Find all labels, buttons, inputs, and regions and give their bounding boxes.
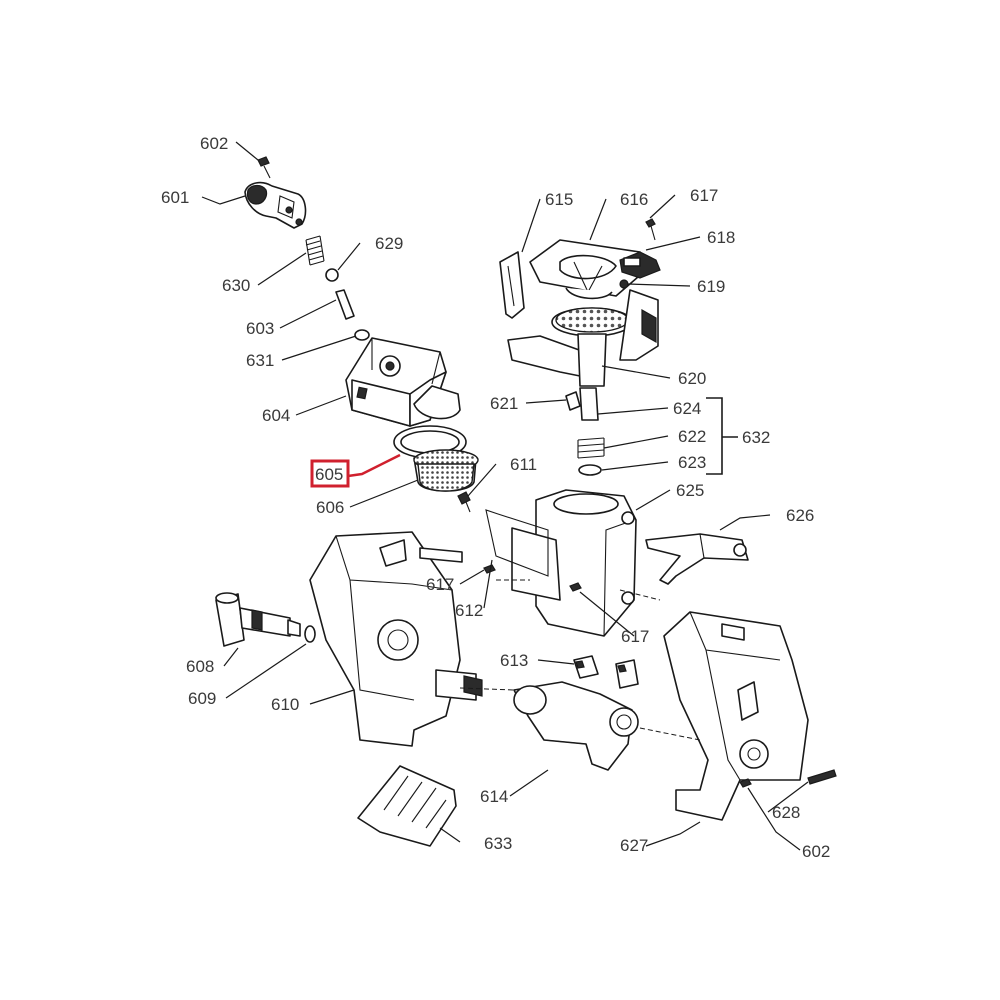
label-601: 601 xyxy=(161,188,189,207)
part-618-lever xyxy=(619,251,661,279)
label-632: 632 xyxy=(742,428,770,447)
part-611-screw xyxy=(457,491,471,513)
part-612-wire-clip xyxy=(485,509,549,577)
label-611: 611 xyxy=(510,455,537,474)
part-613-blocks xyxy=(573,655,639,689)
part-602-screw-top xyxy=(257,156,271,179)
label-617-right: 617 xyxy=(621,627,649,646)
label-610: 610 xyxy=(271,695,299,714)
part-627-frame-right xyxy=(663,611,809,821)
part-601-knob xyxy=(244,181,307,229)
part-602-screw-bottom xyxy=(739,778,752,788)
label-602-top: 602 xyxy=(200,134,228,153)
part-617-screw-top xyxy=(645,218,656,241)
leader-lines xyxy=(201,141,809,851)
part-619-spring-clip xyxy=(619,279,629,289)
part-608-valve xyxy=(215,592,301,647)
callout-labels: 602 601 630 629 603 631 604 605 606 611 … xyxy=(161,134,830,861)
label-631: 631 xyxy=(246,351,274,370)
part-624-shaft xyxy=(579,387,599,421)
highlight-605-leader xyxy=(347,453,401,478)
part-614-bracket xyxy=(513,681,639,771)
label-623: 623 xyxy=(678,453,706,472)
label-617-left: 617 xyxy=(426,575,454,594)
highlight-605 xyxy=(310,453,401,488)
part-628-screw xyxy=(807,769,837,785)
part-616-hopper-top xyxy=(529,239,647,300)
label-604: 604 xyxy=(262,406,290,425)
group-632-bracket xyxy=(706,397,738,475)
label-620: 620 xyxy=(678,369,706,388)
label-624: 624 xyxy=(673,399,701,418)
part-631-ring xyxy=(354,329,370,341)
label-602-bottom: 602 xyxy=(802,842,830,861)
part-622-spring xyxy=(577,437,605,459)
label-619: 619 xyxy=(697,277,725,296)
label-609: 609 xyxy=(188,689,216,708)
label-626: 626 xyxy=(786,506,814,525)
part-620-chute xyxy=(507,289,659,387)
part-617-screw-right xyxy=(569,582,582,592)
label-622: 622 xyxy=(678,427,706,446)
label-614: 614 xyxy=(480,787,508,806)
part-633-mat xyxy=(357,765,457,847)
part-623-washer xyxy=(578,464,602,476)
label-617-top: 617 xyxy=(690,186,718,205)
label-615: 615 xyxy=(545,190,573,209)
part-604-brew-head xyxy=(345,337,461,427)
label-612: 612 xyxy=(455,601,483,620)
label-605: 605 xyxy=(315,465,343,484)
part-606-shower-screen xyxy=(413,449,479,492)
highlight-605-box xyxy=(310,459,350,488)
part-617-screw-left xyxy=(483,564,496,574)
label-627: 627 xyxy=(620,836,648,855)
label-629: 629 xyxy=(375,234,403,253)
label-628: 628 xyxy=(772,803,800,822)
assembly-guide-lines xyxy=(459,579,701,741)
label-616: 616 xyxy=(620,190,648,209)
label-613: 613 xyxy=(500,651,528,670)
part-609-oring xyxy=(304,625,316,643)
part-621-clip xyxy=(565,391,581,411)
part-603-pin xyxy=(335,289,355,320)
part-629-ring xyxy=(325,268,339,282)
label-603: 603 xyxy=(246,319,274,338)
label-633: 633 xyxy=(484,834,512,853)
part-625-housing xyxy=(511,489,637,637)
label-621: 621 xyxy=(490,394,518,413)
part-630-spring xyxy=(305,235,325,266)
label-606: 606 xyxy=(316,498,344,517)
label-608: 608 xyxy=(186,657,214,676)
label-625: 625 xyxy=(676,481,704,500)
label-618: 618 xyxy=(707,228,735,247)
part-626-lever-arm xyxy=(645,533,749,585)
label-630: 630 xyxy=(222,276,250,295)
part-610-frame-left xyxy=(309,531,483,747)
part-615-guide xyxy=(499,251,525,319)
